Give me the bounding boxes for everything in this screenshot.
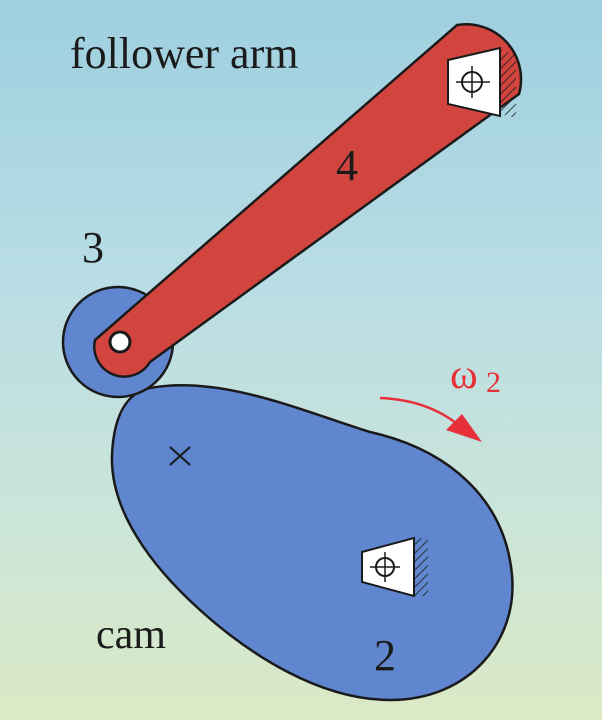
roller-3-label: 3 — [82, 223, 104, 272]
follower-arm-label: follower arm — [70, 29, 298, 78]
link-2-label: 2 — [374, 631, 396, 680]
omega-subscript: 2 — [486, 366, 501, 399]
arm-ground-pivot-icon — [447, 46, 516, 118]
omega-symbol: ω — [450, 352, 478, 398]
link-4-label: 4 — [336, 141, 358, 190]
follower-arm-link — [93, 23, 523, 378]
cam-ground-pivot-icon — [361, 536, 428, 598]
omega-2-label: ω 2 — [450, 352, 501, 399]
cam-body — [110, 384, 514, 702]
cam-label: cam — [96, 612, 166, 658]
roller-pin-icon — [108, 330, 132, 354]
rotation-arrow-icon — [379, 396, 482, 442]
cam-center-mark-icon — [169, 446, 191, 466]
